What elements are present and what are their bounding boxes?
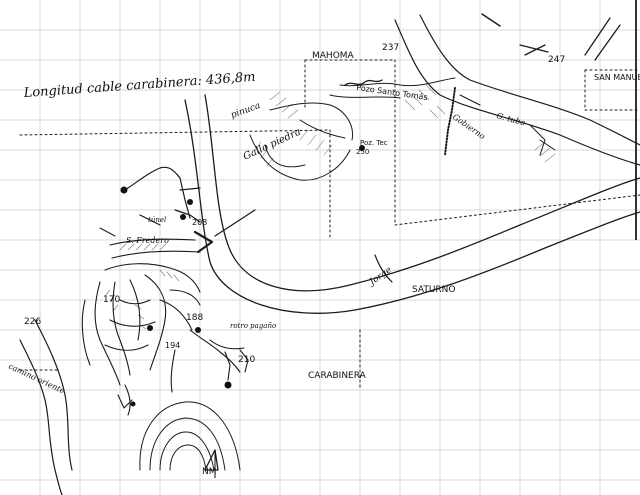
label-depth-188: 188: [186, 313, 203, 323]
label-depth-194: 194: [165, 341, 180, 350]
label-depth-208: 208: [192, 218, 207, 227]
diagonal-line: [584, 17, 611, 56]
river-upper-bank: [204, 94, 640, 292]
label-carabinera: CARABINERA: [308, 371, 367, 381]
contour-lines: [139, 401, 241, 471]
entrance-marker-1: [120, 186, 128, 194]
cable-length-note: Longitud cable carabinera: 436,8m: [22, 70, 256, 101]
river-upper-reach-b: [419, 14, 640, 146]
label-depth-237: 237: [382, 43, 399, 53]
left-channel-b: [34, 319, 73, 471]
label-depth-170: 170: [103, 295, 120, 305]
label-tunel: túnel: [148, 216, 166, 224]
label-depth-250: 250: [356, 148, 369, 156]
mahoma-squiggle: [344, 79, 383, 86]
label-depth-226: 226: [24, 317, 41, 327]
label-gobierno: Gobierno: [451, 112, 487, 141]
upper-hatching: [254, 84, 556, 167]
label-pozo-tec: Poz. Tec: [360, 139, 388, 147]
entrance-marker-2: [187, 199, 193, 205]
label-gu-tubo: G. tubo: [495, 111, 526, 127]
label-jorge: Jorge: [366, 265, 393, 288]
label-depth-247: 247: [548, 55, 565, 65]
network-hatching: [104, 243, 180, 330]
short-tick: [481, 13, 501, 27]
river-lower-bank: [184, 99, 640, 314]
label-rotro-pagano: rotro pagaño: [230, 322, 276, 330]
label-saturno: SATURNO: [412, 285, 456, 295]
label-mahoma: MAHOMA: [312, 51, 355, 61]
cable-line: [214, 209, 256, 237]
north-arrow-icon: [204, 449, 219, 478]
label-san-fredero: S. Fredero: [126, 236, 169, 245]
boundary-lines: [19, 59, 640, 391]
label-pinuca: pinuca: [230, 101, 262, 121]
upper-galleries: [249, 77, 556, 181]
upper-left-branches: [124, 166, 201, 226]
pozo-tec-marker: [359, 145, 365, 151]
label-pozo-santo-tomas: Pozo Santo Tomás: [356, 83, 429, 102]
direction-chevron: [193, 230, 214, 254]
exit-marker: [224, 381, 232, 389]
label-north: NM: [202, 467, 217, 477]
label-camino-oriente: camino oriente: [7, 362, 66, 396]
label-galo-piedra: Gallo piedra: [242, 126, 303, 162]
cave-network: [81, 238, 249, 416]
label-san-manuel: SAN MANUEL: [594, 73, 640, 82]
left-channel-a: [19, 339, 63, 495]
river-upper-reach: [394, 19, 640, 166]
label-depth-210: 210: [238, 355, 255, 365]
